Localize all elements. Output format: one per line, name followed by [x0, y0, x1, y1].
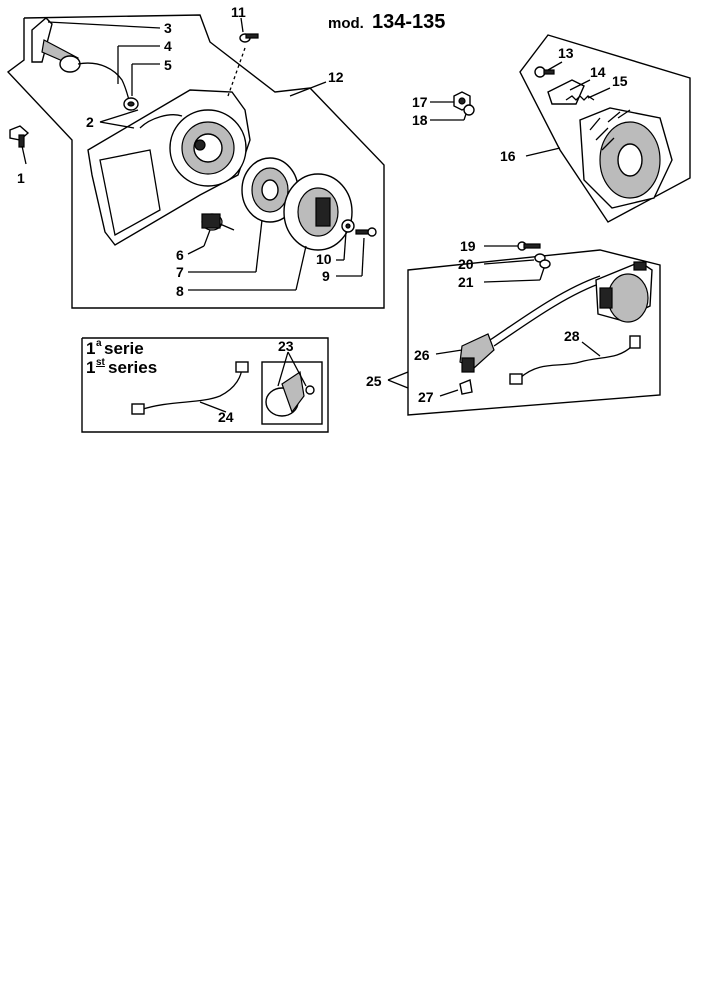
group-12-border [6, 14, 385, 309]
spring-27-icon [459, 379, 473, 395]
pulley-8-icon [283, 173, 353, 251]
handle-3-icon [31, 17, 81, 73]
grommet-5-icon [123, 97, 139, 111]
spring-15-icon [565, 95, 595, 101]
terminal-28b-icon [629, 335, 641, 349]
starter-housing-2-icon [87, 89, 251, 246]
callout-20: 20 [458, 256, 474, 272]
cylinder-cover-16-icon [579, 107, 673, 209]
terminal-28a-icon [509, 373, 523, 385]
washer-10-icon [341, 219, 355, 233]
series-label-1: 1 a serie [86, 338, 144, 358]
part-23-icon [261, 361, 323, 425]
series-2-text: series [108, 358, 157, 377]
callout-19: 19 [460, 238, 476, 254]
terminal-24a-icon [131, 403, 145, 415]
series-1-num: 1 [86, 339, 95, 358]
callout-18: 18 [412, 112, 428, 128]
callout-16: 16 [500, 148, 516, 164]
callout-27: 27 [418, 389, 434, 405]
callout-25: 25 [366, 373, 382, 389]
callout-21: 21 [458, 274, 474, 290]
callout-24: 24 [218, 409, 234, 425]
callout-11: 11 [231, 4, 246, 20]
washer-18-icon [463, 104, 475, 116]
terminal-24b-icon [235, 361, 249, 373]
model-prefix: mod. [328, 15, 364, 32]
callout-7: 7 [176, 264, 184, 280]
series-2-sup: st [96, 357, 106, 368]
ht-lead-icon [489, 275, 601, 341]
series-box-border [81, 337, 329, 433]
callout-13: 13 [558, 45, 574, 61]
screw-11-icon [239, 33, 259, 43]
callout-10: 10 [316, 251, 332, 267]
callout-6: 6 [176, 247, 184, 263]
model-number: 134-135 [372, 11, 445, 33]
cord-4-icon [77, 62, 131, 105]
callout-3: 3 [164, 20, 172, 36]
callout-23: 23 [278, 338, 294, 354]
wire-28-icon [519, 345, 633, 379]
series-1-text: serie [104, 339, 144, 358]
callout-26: 26 [414, 347, 430, 363]
group-16-border [519, 34, 691, 223]
callout-2: 2 [86, 114, 94, 130]
callout-14: 14 [590, 64, 606, 80]
callout-8: 8 [176, 283, 184, 299]
spark-plug-cap-26-icon [459, 333, 495, 373]
callout-4: 4 [164, 38, 172, 54]
callout-28: 28 [564, 328, 580, 344]
callout-15: 15 [612, 73, 628, 89]
dashed-lead-11 [227, 47, 246, 97]
bolt-1-icon [9, 125, 30, 148]
callout-5: 5 [164, 57, 172, 73]
wire-24-icon [139, 365, 243, 411]
screw-9-icon [355, 227, 377, 237]
group-25-border [407, 249, 661, 416]
series-1-sup: a [96, 338, 102, 349]
screw-13-icon [534, 66, 555, 78]
callout-17: 17 [412, 94, 428, 110]
clip-14-icon [547, 79, 585, 105]
washer-21-icon [539, 259, 551, 269]
ignition-coil-28-icon [595, 261, 653, 323]
leader-lines [21, 17, 611, 413]
ht-lead-outline [493, 281, 605, 347]
callout-1: 1 [17, 170, 25, 186]
callout-9: 9 [322, 268, 330, 284]
callout-12: 12 [328, 69, 344, 85]
series-label-2: 1 st series [86, 357, 157, 377]
series-2-num: 1 [86, 358, 95, 377]
ratchet-6-icon [201, 213, 235, 231]
screw-19-icon [517, 241, 541, 251]
